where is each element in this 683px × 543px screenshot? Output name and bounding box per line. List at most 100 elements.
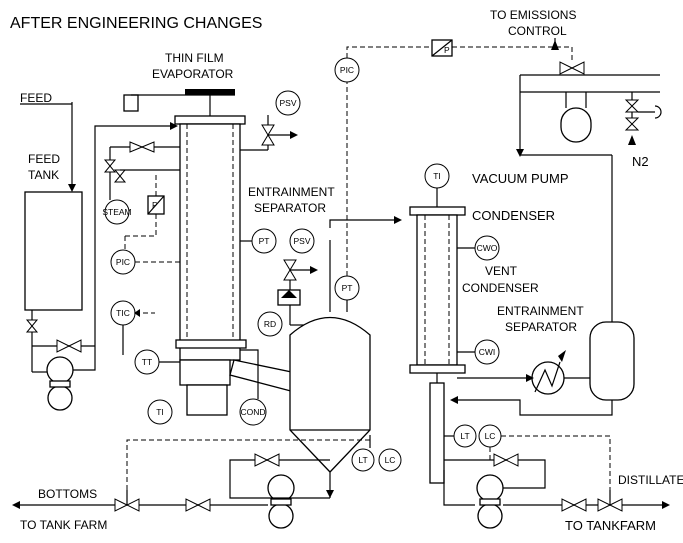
feed-arrow (68, 184, 76, 192)
exchanger-arrow (558, 350, 566, 362)
ti-bottom-bubble (147, 399, 173, 425)
psv-1-bubble (275, 90, 301, 116)
condensate-line (240, 349, 259, 399)
feed-label: FEED (20, 91, 52, 105)
pressure-box-slash (147, 195, 165, 215)
psv-1-arrow (290, 131, 298, 139)
emissions-arrow (551, 40, 559, 50)
pic-left-tag: PIC (116, 257, 130, 267)
vapor-arrow (394, 216, 402, 224)
rd-tag: RD (264, 319, 276, 329)
steam-bubble (104, 199, 130, 225)
ti-condenser-tag: TI (433, 171, 441, 181)
feed-pump-motor (47, 385, 73, 411)
emissions-label-line1: TO EMISSIONS (490, 8, 576, 22)
distillate-pump-coupling (479, 498, 501, 506)
entrainment-1-label-line1: ENTRAINMENT (248, 185, 335, 199)
psv-1-tag: PSV (279, 98, 296, 108)
evaporator-residue-pot (186, 384, 228, 416)
psv-1-valve (261, 124, 275, 136)
pressure-transducer-slash (431, 39, 453, 57)
cond-tag: COND (240, 407, 265, 417)
exchanger-zigzag (534, 361, 561, 393)
thin-film-label-line2: EVAPORATOR (152, 67, 234, 81)
evaporator-top-flange (174, 115, 246, 125)
cwi-tag: CWI (479, 347, 496, 357)
distillate-label: DISTILLATE (618, 473, 683, 487)
feed-tank-label-line1: FEED (28, 152, 60, 166)
psv-2-arrow (310, 266, 318, 274)
lc-2-signal (501, 435, 611, 490)
vent-condenser-label-line2: CONDENSER (462, 281, 539, 295)
feed-pump-coupling (49, 380, 71, 388)
feed-tank-valve (25, 319, 39, 333)
evaporator-motor (123, 94, 139, 112)
feed-pump (46, 356, 74, 384)
separator-2-arrow (450, 396, 458, 404)
distillate-arrow (662, 501, 670, 509)
distillate-pump (476, 474, 504, 502)
thin-film-label-line1: THIN FILM (165, 51, 224, 65)
bottoms-arrow-left (12, 501, 20, 509)
bottoms-valve-2 (185, 498, 211, 512)
cwo-tag: CWO (477, 243, 498, 253)
steam-tag: STEAM (102, 207, 131, 217)
pic-top-tag: PIC (340, 65, 354, 75)
bottoms-pump (267, 474, 295, 502)
emissions-valve (559, 61, 585, 75)
n2-valve-2 (624, 117, 640, 131)
tic-arrow (134, 309, 140, 317)
condenser-label: CONDENSER (472, 208, 555, 223)
distillate-control-valve (493, 453, 519, 467)
vacuum-pump-label: VACUUM PUMP (472, 171, 569, 186)
feed-to-evaporator (73, 125, 176, 371)
emissions-label-line2: CONTROL (508, 24, 567, 38)
to-tank-farm-label: TO TANK FARM (20, 518, 107, 532)
to-tankfarm-label: TO TANKFARM (565, 518, 656, 533)
condenser-top-flange (409, 206, 466, 216)
n2-arrow (628, 135, 636, 145)
steam-valve (129, 141, 155, 153)
feed-tank-label-line2: TANK (28, 168, 59, 182)
distillate-suction (443, 470, 475, 506)
condenser-bottom-flange (409, 364, 466, 374)
distillate-valve-1 (561, 498, 587, 512)
pt-2-tag: PT (342, 283, 353, 293)
entrainment-separator-2 (589, 321, 635, 401)
bottoms-control-valve (254, 453, 280, 467)
pic-top-signal (346, 46, 432, 58)
cond-bubble (239, 398, 267, 426)
motor-drive (185, 89, 235, 95)
steam-control-valve (113, 169, 127, 183)
lc-1-tag: LC (385, 455, 396, 465)
lt-1-bubble (351, 448, 375, 472)
psv-2-tag: PSV (293, 236, 310, 246)
n2-label: N2 (632, 154, 649, 169)
pressure-transducer-tag: P (444, 45, 450, 55)
tic-tag: TIC (116, 308, 130, 318)
bottoms-arrow (326, 490, 334, 498)
pt-1-tag: PT (259, 236, 270, 246)
psv-2-valve (283, 259, 297, 271)
distillate-pump-motor (477, 503, 503, 529)
ti-bottom-tag: TI (156, 407, 164, 417)
entrainment-separator-1 (289, 316, 371, 473)
emissions-signal (452, 46, 573, 60)
vent-arrow (526, 374, 534, 382)
vent-condenser-label-line1: VENT (485, 264, 518, 278)
rd-bubble (257, 311, 283, 337)
psv-2-valve-b (283, 269, 297, 281)
tt-tag: TT (142, 357, 152, 367)
psv-1-valve-b (261, 134, 275, 146)
lc-1-bubble (378, 448, 402, 472)
lt-1-tag: LT (358, 455, 367, 465)
pressure-box-tag: P (152, 200, 158, 210)
condenser-drain-leg (429, 382, 445, 484)
vacuum-arrow (516, 149, 524, 157)
entrainment-2-label-line1: ENTRAINMENT (497, 304, 584, 318)
bottoms-label: BOTTOMS (38, 487, 97, 501)
psv-2-bubble (289, 228, 315, 254)
evaporator-base (179, 359, 231, 386)
evaporator-bottom-flange (175, 339, 247, 349)
